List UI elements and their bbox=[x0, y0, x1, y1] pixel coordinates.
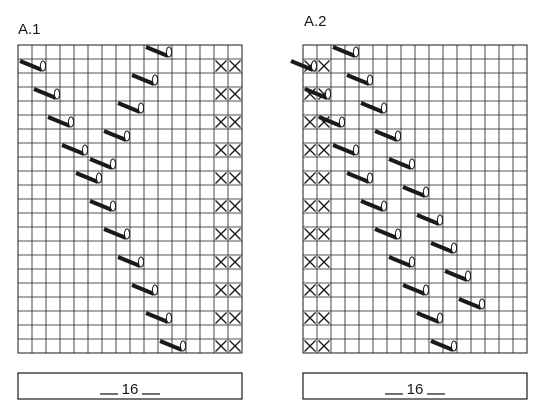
cross-stitch-icon bbox=[215, 284, 227, 296]
chart-title-a1: A.1 bbox=[18, 21, 41, 38]
cross-stitch-icon bbox=[318, 144, 330, 156]
cross-stitch-icon bbox=[215, 256, 227, 268]
cross-stitch-icon bbox=[304, 200, 316, 212]
cross-stitch-icon bbox=[229, 200, 241, 212]
cross-stitch-icon bbox=[229, 88, 241, 100]
cross-stitch-icon bbox=[318, 284, 330, 296]
cable-stitch-icon bbox=[33, 87, 61, 100]
cable-stitch-icon bbox=[430, 339, 458, 352]
cross-stitch-icon bbox=[304, 284, 316, 296]
cable-stitch-icon bbox=[416, 311, 444, 324]
cable-stitch-icon bbox=[360, 101, 388, 114]
cross-stitch-icon bbox=[229, 116, 241, 128]
chart-title-a2: A.2 bbox=[304, 13, 327, 30]
cable-stitch-icon bbox=[159, 339, 187, 352]
cable-stitch-icon bbox=[145, 45, 173, 58]
cable-stitch-icon bbox=[374, 227, 402, 240]
cable-stitch-icon bbox=[61, 143, 89, 156]
cross-stitch-icon bbox=[215, 200, 227, 212]
grid-a1-lines bbox=[18, 45, 242, 353]
cable-stitch-icon bbox=[360, 199, 388, 212]
cable-stitch-icon bbox=[430, 241, 458, 254]
cross-stitch-icon bbox=[304, 256, 316, 268]
cross-stitch-icon bbox=[304, 172, 316, 184]
cable-stitch-icon bbox=[145, 311, 173, 324]
cable-stitch-icon bbox=[388, 255, 416, 268]
width-box-a2 bbox=[302, 372, 528, 400]
cross-stitch-icon bbox=[215, 228, 227, 240]
cable-stitch-icon bbox=[89, 199, 117, 212]
cable-stitch-icon bbox=[318, 115, 346, 128]
cross-stitch-icon bbox=[229, 172, 241, 184]
cross-stitch-icon bbox=[318, 172, 330, 184]
cross-stitch-icon bbox=[318, 256, 330, 268]
cable-stitch-icon bbox=[304, 87, 332, 100]
cable-stitch-icon bbox=[388, 157, 416, 170]
cross-stitch-icon bbox=[318, 200, 330, 212]
cable-stitch-icon bbox=[117, 101, 145, 114]
cable-stitch-icon bbox=[458, 297, 486, 310]
cable-stitch-icon bbox=[47, 115, 75, 128]
cable-stitch-icon bbox=[131, 283, 159, 296]
cross-stitch-icon bbox=[318, 312, 330, 324]
cross-stitch-icon bbox=[318, 340, 330, 352]
cable-stitch-icon bbox=[332, 45, 360, 58]
cross-stitch-icon bbox=[215, 88, 227, 100]
cross-stitch-icon bbox=[229, 256, 241, 268]
cable-stitch-icon bbox=[103, 129, 131, 142]
cable-stitch-icon bbox=[374, 129, 402, 142]
cross-stitch-icon bbox=[215, 144, 227, 156]
cross-stitch-icon bbox=[304, 340, 316, 352]
cross-stitch-icon bbox=[304, 312, 316, 324]
cross-stitch-icon bbox=[215, 172, 227, 184]
cable-stitch-icon bbox=[444, 269, 472, 282]
cable-stitch-icon bbox=[75, 171, 103, 184]
width-box-a1 bbox=[17, 372, 243, 400]
cross-stitch-icon bbox=[229, 340, 241, 352]
cross-stitch-icon bbox=[318, 60, 330, 72]
cable-stitch-icon bbox=[290, 59, 318, 72]
grid-a2-lines bbox=[303, 45, 527, 353]
cross-stitch-icon bbox=[229, 312, 241, 324]
cross-stitch-icon bbox=[215, 60, 227, 72]
stitch-count-label: 16 bbox=[407, 381, 424, 398]
cross-stitch-icon bbox=[229, 144, 241, 156]
cross-stitch-icon bbox=[229, 228, 241, 240]
cross-stitch-icon bbox=[215, 116, 227, 128]
cross-stitch-icon bbox=[304, 116, 316, 128]
cable-stitch-icon bbox=[402, 283, 430, 296]
cable-stitch-icon bbox=[346, 73, 374, 86]
cross-stitch-icon bbox=[304, 144, 316, 156]
cable-stitch-icon bbox=[332, 143, 360, 156]
cable-stitch-icon bbox=[416, 213, 444, 226]
cross-stitch-icon bbox=[215, 340, 227, 352]
cable-stitch-icon bbox=[19, 59, 47, 72]
cable-stitch-icon bbox=[117, 255, 145, 268]
cable-stitch-icon bbox=[346, 171, 374, 184]
cable-stitch-icon bbox=[402, 185, 430, 198]
cross-stitch-icon bbox=[318, 228, 330, 240]
cross-stitch-icon bbox=[229, 284, 241, 296]
cable-stitch-icon bbox=[131, 73, 159, 86]
stitch-count-label: 16 bbox=[122, 381, 139, 398]
cross-stitch-icon bbox=[215, 312, 227, 324]
cross-stitch-icon bbox=[304, 228, 316, 240]
cable-stitch-icon bbox=[89, 157, 117, 170]
cross-stitch-icon bbox=[229, 60, 241, 72]
cable-stitch-icon bbox=[103, 227, 131, 240]
